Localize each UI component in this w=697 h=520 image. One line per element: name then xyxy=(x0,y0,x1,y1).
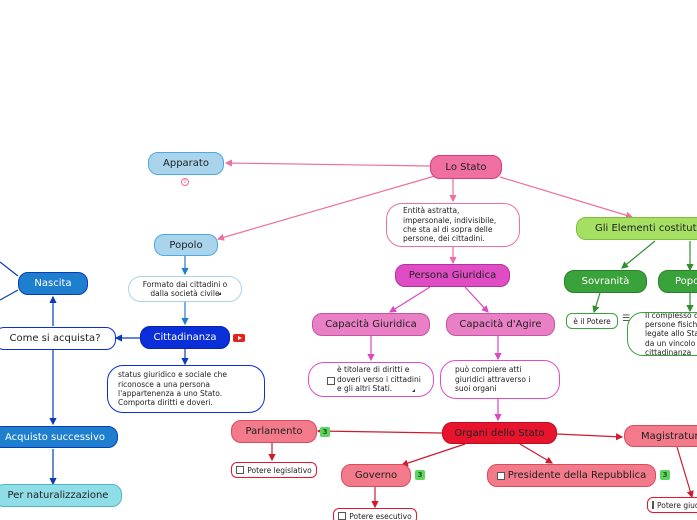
node-label: Apparato xyxy=(163,158,209,169)
node-label: Governo xyxy=(354,470,398,481)
note-cittadinanza[interactable]: status giuridico e sociale che riconosce… xyxy=(107,365,265,413)
resize-handle-icon[interactable] xyxy=(218,292,221,295)
note-capacita-giuridica[interactable]: è titolare di diritti e doveri verso i c… xyxy=(308,362,434,397)
node-sovranita[interactable]: Sovranità xyxy=(564,270,647,293)
checkbox-icon[interactable] xyxy=(496,471,505,480)
notes-icon[interactable]: ☰ xyxy=(622,314,631,324)
node-label: Capacità Giuridica xyxy=(325,319,417,330)
node-persona-giuridica[interactable]: Persona Giuridica xyxy=(395,264,510,287)
node-label: Popolo xyxy=(169,239,203,251)
node-presidente-repubblica[interactable]: Presidente della Repubblica xyxy=(487,464,656,487)
node-per-naturalizzazione[interactable]: Per naturalizzazione xyxy=(0,484,122,507)
node-lo-stato[interactable]: Lo Stato xyxy=(430,155,502,179)
node-come-si-acquista[interactable]: Come si acquista? xyxy=(0,327,116,350)
node-governo[interactable]: Governo xyxy=(341,464,411,487)
count-badge[interactable]: 3 xyxy=(320,427,330,437)
note-text: è titolare di diritti e doveri verso i c… xyxy=(337,365,421,394)
node-label: Potere esecutivo xyxy=(349,511,412,520)
node-label: Gli Elementi costitutivi xyxy=(595,223,697,234)
count-badge[interactable]: 3 xyxy=(415,470,425,480)
note-text: può compiere atti giuridici attraverso i… xyxy=(455,365,531,394)
youtube-icon[interactable] xyxy=(233,334,245,342)
node-potere-legislativo[interactable]: Potere legislativo xyxy=(231,462,317,478)
note-sovranita[interactable]: è il Potere xyxy=(566,313,618,329)
node-nascita[interactable]: Nascita xyxy=(18,272,88,295)
node-label: Potere legislativo xyxy=(247,465,312,475)
checkbox-icon[interactable] xyxy=(652,501,654,509)
checkbox-icon[interactable] xyxy=(338,512,347,520)
note-text: Formato dai cittadini o dalla società ci… xyxy=(142,279,228,298)
note-text: Il complesso delle persone fisiche legat… xyxy=(645,312,697,356)
node-potere-giudiziario[interactable]: Potere giudiziario xyxy=(647,497,697,513)
node-popolo-elemento[interactable]: Popolo xyxy=(658,270,697,293)
node-label: Magistratura xyxy=(641,430,697,442)
node-label: Potere giudiziario xyxy=(657,500,697,510)
note-entita[interactable]: Entità astratta, impersonale, indivisibi… xyxy=(386,203,520,247)
node-label: Cittadinanza xyxy=(153,332,217,343)
node-magistratura[interactable]: Magistratura xyxy=(624,425,697,447)
node-label: Per naturalizzazione xyxy=(7,490,109,501)
resize-handle-icon[interactable] xyxy=(412,389,415,392)
node-label: Organi dello Stato xyxy=(454,427,545,439)
note-text: status giuridico e sociale che riconosce… xyxy=(118,370,228,408)
node-label: Sovranità xyxy=(581,276,630,287)
node-acquisto-successivo[interactable]: Acquisto successivo xyxy=(0,426,118,448)
checkbox-icon[interactable] xyxy=(236,466,245,474)
node-parlamento[interactable]: Parlamento xyxy=(231,420,317,443)
node-label: Persona Giuridica xyxy=(408,270,497,281)
count-badge[interactable]: 3 xyxy=(660,470,670,480)
checkbox-icon[interactable] xyxy=(327,377,335,385)
node-label: Acquisto successivo xyxy=(5,431,105,443)
node-cittadinanza[interactable]: Cittadinanza xyxy=(140,326,230,349)
node-potere-esecutivo[interactable]: Potere esecutivo xyxy=(333,508,417,520)
node-popolo[interactable]: Popolo xyxy=(154,234,218,256)
node-capacita-giuridica[interactable]: Capacità Giuridica xyxy=(312,313,430,336)
note-capacita-agire[interactable]: può compiere atti giuridici attraverso i… xyxy=(440,360,560,399)
note-popolo[interactable]: Formato dai cittadini o dalla società ci… xyxy=(128,276,242,302)
node-label: Capacità d'Agire xyxy=(459,319,542,330)
node-apparato[interactable]: Apparato xyxy=(148,152,224,175)
node-elementi-costitutivi[interactable]: Gli Elementi costitutivi xyxy=(576,217,697,240)
count-indicator[interactable]: 0 xyxy=(181,178,189,186)
node-label: Popolo xyxy=(675,276,697,287)
node-label: Presidente della Repubblica xyxy=(507,470,647,481)
node-label: Lo Stato xyxy=(445,161,487,173)
node-organi-dello-stato[interactable]: Organi dello Stato xyxy=(442,422,557,444)
node-capacita-agire[interactable]: Capacità d'Agire xyxy=(446,313,555,336)
note-popolo-elemento[interactable]: Il complesso delle persone fisiche legat… xyxy=(627,312,697,356)
note-text: Entità astratta, impersonale, indivisibi… xyxy=(403,206,497,244)
node-label: Come si acquista? xyxy=(9,333,101,344)
note-text: è il Potere xyxy=(573,316,611,326)
node-label: Parlamento xyxy=(245,426,303,437)
node-label: Nascita xyxy=(34,278,72,289)
